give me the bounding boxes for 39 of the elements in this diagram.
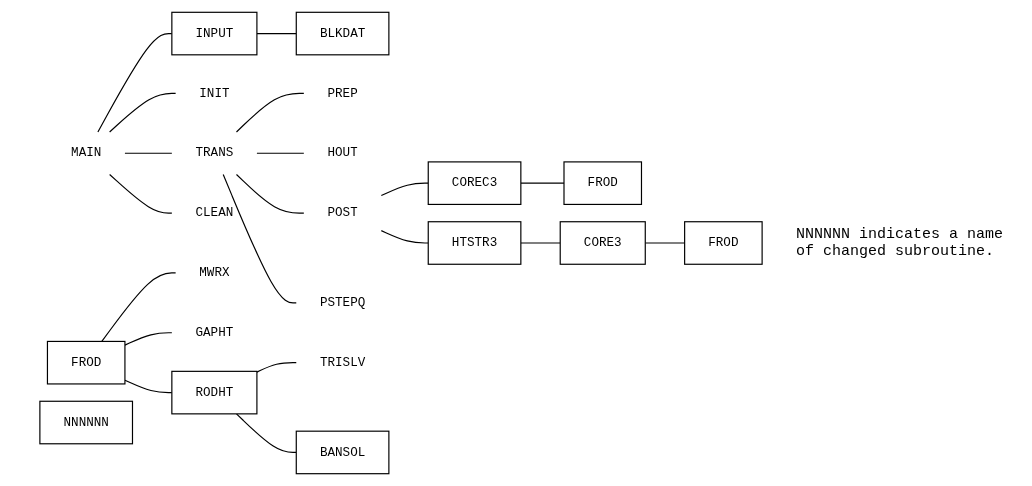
node-text: GAPHT [195,325,234,340]
node-text: TRANS [195,146,234,161]
node-box: BLKDAT [295,11,390,56]
node-box: NNNNNN [39,400,134,445]
node-box: HTSTR3 [427,221,522,265]
node-box: COREC3 [427,161,522,205]
node-box: FROD [563,161,643,205]
node-text: PSTEPQ [319,295,366,310]
connector [380,230,429,244]
connector [520,242,561,244]
connector [256,32,297,35]
node-box: FROD [46,340,126,385]
node-box: BANSOL [295,430,390,475]
connector [109,173,173,214]
node-box: RODHT [171,370,258,415]
node-box: FROD [684,221,763,265]
connector [380,182,429,197]
connector [124,332,173,346]
connector [235,92,305,133]
connector [235,413,297,454]
connector [256,362,297,373]
node-text: TRISLV [319,355,366,370]
note-text: NNNNNN indicates a name of changed subroutine. [796,226,1005,260]
node-text: INIT [199,86,230,101]
node-text: PREP [327,86,358,101]
connector [109,92,177,133]
node-text: CLEAN [195,205,234,221]
node-text: HOUT [327,146,358,161]
connector [256,152,305,154]
connector [101,272,177,342]
connector [124,152,173,154]
node-text: MWRX [199,265,230,281]
connector [222,173,297,304]
connector [235,173,305,214]
connector [520,182,565,184]
node-box: CORE3 [559,221,646,265]
node-box: INPUT [171,11,258,56]
node-text: POST [327,205,358,221]
node-text: MAIN [71,146,102,161]
